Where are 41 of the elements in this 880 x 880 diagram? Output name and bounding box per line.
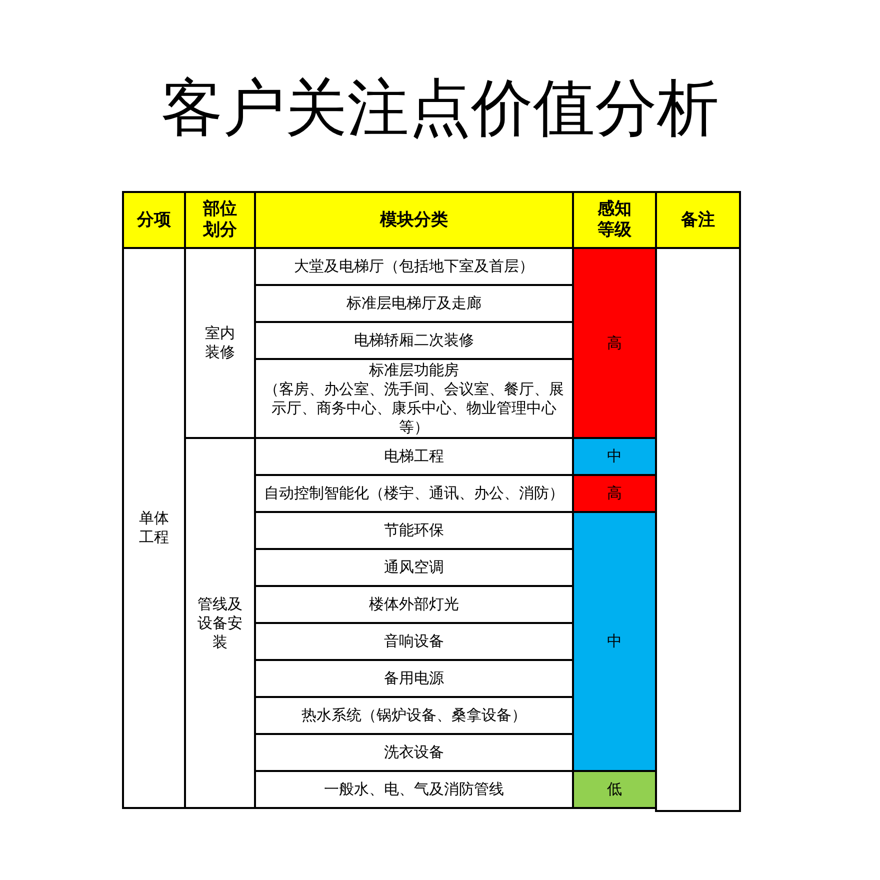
- header-cell: [572, 191, 657, 249]
- cell-text: 高: [606, 484, 623, 503]
- cell-text: 标准层电梯厅及走廊: [346, 294, 482, 313]
- cell-text: 感知等级: [596, 199, 632, 241]
- cell-text: 高: [606, 334, 623, 352]
- cell-text: 音响设备: [383, 632, 445, 651]
- level-cell: [572, 770, 657, 809]
- level-cell: [572, 247, 657, 439]
- title: 客户关注点价值分析: [160, 70, 720, 146]
- cell-text: 大堂及电梯厅（包括地下室及首层）: [293, 257, 535, 276]
- cell-text: 标准层功能房: [368, 360, 460, 380]
- cell-text: 管线及设备安装: [196, 594, 244, 652]
- level-cell: [572, 437, 657, 476]
- header-cell: [122, 191, 186, 249]
- cell-text: 室内装修: [204, 324, 236, 362]
- cell-text: 电梯轿厢二次装修: [353, 331, 475, 350]
- cell-text: 部位划分: [202, 199, 238, 241]
- cell-text: 节能环保: [383, 521, 445, 540]
- cell-text: 热水系统（锅炉设备、桑拿设备）: [300, 706, 528, 725]
- cell-text: 一般水、电、气及消防管线: [323, 780, 505, 799]
- cell-text: 通风空调: [383, 558, 445, 577]
- cell-text: 备用电源: [383, 669, 445, 688]
- cell-text: 洗衣设备: [383, 743, 445, 762]
- level-cell: [572, 511, 657, 772]
- group-cell: [122, 247, 186, 809]
- cell-text: 楼体外部灯光: [368, 595, 460, 614]
- cell-text: 自动控制智能化（楼宇、通讯、办公、消防）: [263, 484, 565, 503]
- cell-text: 备注: [680, 210, 716, 230]
- cell-text: 单体工程: [138, 509, 170, 547]
- cell-text: 模块分类: [378, 210, 449, 230]
- remarks-cell: [655, 247, 741, 812]
- header-cell: [655, 191, 741, 249]
- cell-text: （客房、办公室、洗手间、会议室、餐厅、展示厅、商务中心、康乐中心、物业管理中心等）: [263, 380, 565, 436]
- cell-text: 分项: [136, 210, 172, 230]
- header-cell: [184, 191, 256, 249]
- header-cell: [254, 191, 574, 249]
- cell-text: 中: [606, 447, 623, 466]
- cell-text: 中: [606, 632, 623, 651]
- cell-text: 低: [606, 780, 623, 799]
- level-cell: [572, 474, 657, 513]
- cell-text: 电梯工程: [383, 447, 445, 466]
